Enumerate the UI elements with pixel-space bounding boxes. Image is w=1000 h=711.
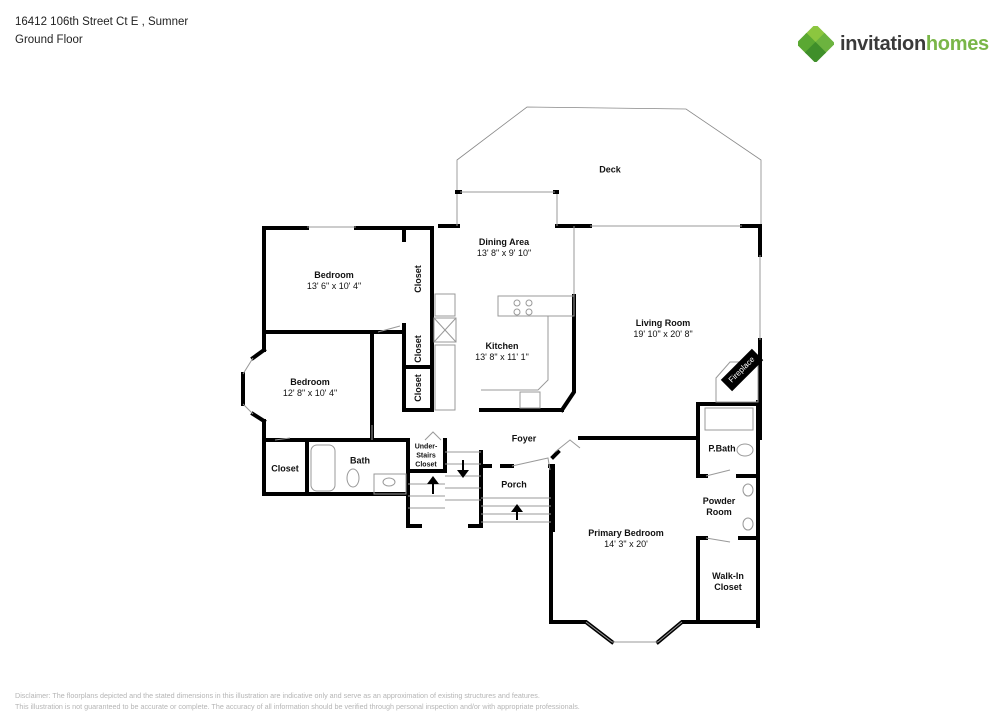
closet-mid1-label: Closet [413, 335, 423, 363]
closet-top-label: Closet [413, 265, 423, 293]
closet-bottom-left-label: Closet [271, 463, 299, 474]
clover-logo-icon [798, 26, 834, 62]
floor-label: Ground Floor [15, 34, 83, 46]
closet-mid2-label: Closet [413, 374, 423, 402]
foyer-label: Foyer [511, 433, 537, 444]
deck-label: Deck [599, 164, 621, 175]
property-address: 16412 106th Street Ct E , Sumner [15, 16, 189, 28]
logo-wordmark: invitationhomes [840, 32, 989, 55]
bath-label: Bath [350, 455, 370, 466]
brand-logo: invitationhomes [798, 24, 989, 64]
disclaimer-line-1: Disclaimer: The floorplans depicted and … [15, 691, 540, 700]
p-bath-label: P.Bath [708, 443, 736, 454]
porch-label: Porch [501, 479, 527, 490]
